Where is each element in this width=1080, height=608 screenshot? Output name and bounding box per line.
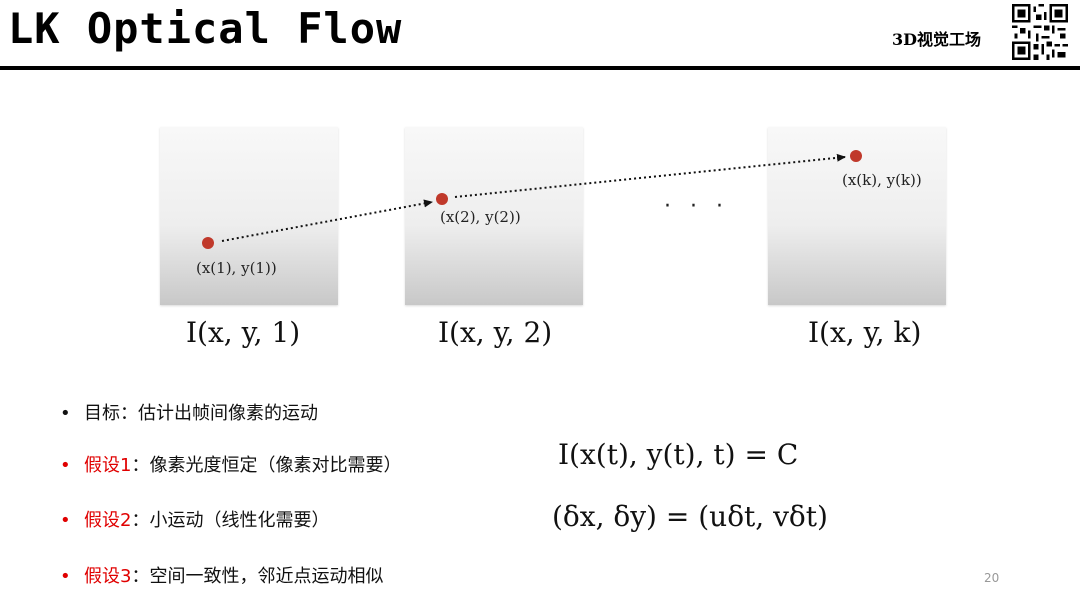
motion-arrow-2-k	[454, 153, 846, 198]
bullet-lead: 目标	[84, 403, 120, 424]
image-frame-1	[160, 127, 338, 305]
bullet-text: ：小运动（线性化需要）	[131, 510, 330, 531]
list-item: • 假设3：空间一致性，邻近点运动相似	[60, 562, 383, 588]
motion-arrow-1-2	[221, 199, 433, 242]
bullet-dot: •	[60, 566, 71, 587]
qr-code-icon	[1012, 4, 1068, 60]
page-number: 20	[984, 571, 1000, 585]
point-label-1: (x(1), y(1))	[196, 259, 277, 277]
bullet-dot: •	[60, 455, 71, 476]
bullet-text: ：像素光度恒定（像素对比需要）	[131, 455, 402, 476]
frame-caption-k: I(x, y, k)	[808, 316, 922, 349]
list-item: • 假设1：像素光度恒定（像素对比需要）	[60, 451, 401, 477]
flow-diagram	[202, 150, 862, 249]
tracked-point-2	[436, 193, 448, 205]
list-item: • 目标：估计出帧间像素的运动	[60, 399, 318, 425]
ellipsis: · · ·	[664, 194, 729, 219]
bullet-dot: •	[60, 403, 71, 424]
bullet-lead: 假设2	[84, 510, 132, 531]
list-item: • 假设2：小运动（线性化需要）	[60, 506, 329, 532]
brightness-constancy-equation: I(x(t), y(t), t) = C	[558, 438, 799, 471]
bullet-text: ：估计出帧间像素的运动	[120, 403, 318, 424]
point-label-k: (x(k), y(k))	[842, 171, 922, 189]
point-label-2: (x(2), y(2))	[440, 208, 521, 226]
brand-name: 3D视觉工场	[892, 30, 982, 49]
header-divider	[0, 66, 1080, 70]
small-motion-equation: (δx, δy) = (uδt, vδt)	[552, 500, 828, 533]
bullet-dot: •	[60, 510, 71, 531]
bullet-lead: 假设1	[84, 455, 132, 476]
bullet-lead: 假设3	[84, 566, 132, 587]
tracked-point-k	[850, 150, 862, 162]
frame-caption-2: I(x, y, 2)	[438, 316, 553, 349]
image-frame-2	[405, 127, 583, 305]
slide-title: LK Optical Flow	[8, 4, 403, 53]
bullet-text: ：空间一致性，邻近点运动相似	[131, 566, 384, 587]
frame-caption-1: I(x, y, 1)	[186, 316, 301, 349]
tracked-point-1	[202, 237, 214, 249]
